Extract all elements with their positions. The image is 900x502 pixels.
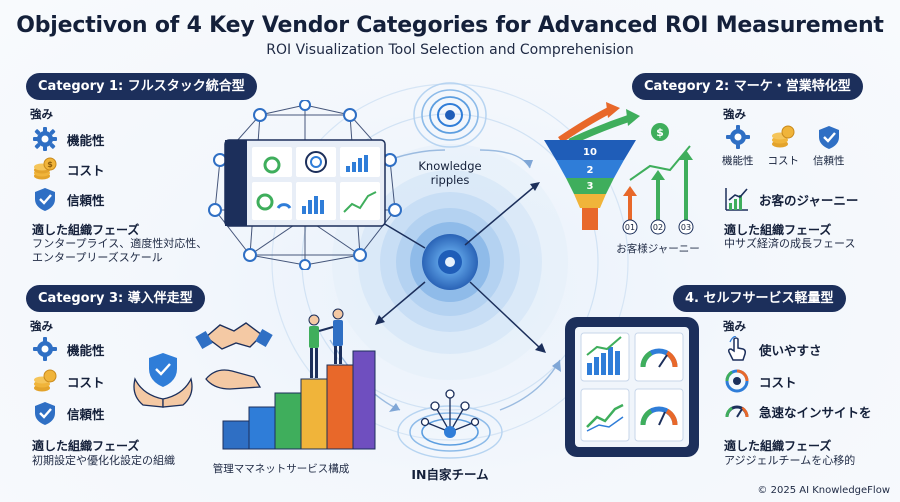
gear-icon [33, 127, 57, 151]
cat4-item-label: 使いやすさ [759, 342, 822, 358]
support-stairs-illustration [133, 308, 376, 450]
shield-check-icon [818, 126, 839, 149]
stairs-caption: 管理ママネットサービス構成 [212, 463, 350, 475]
team-network-icon [397, 389, 503, 459]
copyright: © 2025 AI KnowledgeFlow [757, 485, 890, 496]
cat3-fit-label: 適した組織フェーズ [32, 439, 140, 453]
cat3-item-label: コスト [67, 374, 105, 390]
cat3-item-cost: コスト [32, 368, 105, 394]
cat4-item-cost: コスト [724, 368, 797, 394]
cat4-item-label: コスト [759, 374, 797, 390]
cat2-fit-label: 適した組織フェーズ [724, 223, 832, 237]
cat1-item-reliability: 信頼性 [32, 186, 105, 212]
gauge-circle-icon [725, 369, 749, 393]
cat4-fit-desc: アジジェルチームを心移的 [724, 454, 856, 467]
knowledge-ripples-label: Knowledge ripples [418, 159, 482, 187]
cat2-strengths-label: 強み [723, 107, 746, 121]
funnel-number-1: 10 [583, 147, 597, 158]
cat3-item-label: 信頼性 [67, 406, 105, 422]
funnel-number-2: 2 [587, 165, 594, 176]
cat4-item-label: 急速なインサイトを [759, 404, 872, 420]
shield-check-icon [35, 402, 55, 425]
cat2-item-cost: コスト [767, 124, 800, 168]
bar-chart-up-icon [725, 188, 748, 211]
coins-icon [34, 369, 57, 392]
cat3-fit-desc: 初期設定や優化化設定の組織 [32, 454, 175, 467]
tablet-dashboard-illustration [565, 317, 699, 457]
touch-hand-icon [728, 336, 746, 361]
cat2-item-functionality: 機能性 [722, 124, 754, 168]
cat4-fit-label: 適した組織フェーズ [724, 439, 832, 453]
cat3-item-label: 機能性 [67, 342, 105, 358]
coins-icon: $ [34, 157, 57, 180]
funnel-illustration: 10 2 3 $ 01 02 03 [544, 102, 694, 235]
cat2-item-label: コスト [767, 155, 800, 167]
cat1-item-cost: $ コスト [32, 156, 105, 182]
gear-icon [33, 337, 57, 361]
cat2-fit-desc: 中サズ経済の成長フェース [724, 237, 856, 250]
category-3-label: Category 3: 導入伴走型 [26, 285, 205, 312]
svg-text:$: $ [656, 126, 664, 139]
page-title: Objectivon of 4 Key Vendor Categories fo… [16, 13, 884, 38]
coins-icon [772, 125, 795, 148]
cat1-item-functionality: 機能性 [32, 126, 105, 152]
funnel-step-3: 03 [681, 223, 691, 232]
funnel-caption: お客様ジャーニー [616, 243, 700, 255]
page-subtitle: ROI Visualization Tool Selection and Com… [266, 42, 634, 58]
shield-check-icon [35, 188, 55, 211]
knowledge-ripple-icon [413, 82, 487, 148]
speedometer-icon [725, 405, 749, 418]
funnel-step-2: 02 [653, 223, 663, 232]
svg-text:$: $ [47, 160, 53, 169]
category-1-label: Category 1: フルスタック統合型 [26, 73, 257, 100]
cat1-fit-desc-2: エンタープリーズスケール [32, 251, 163, 264]
cat3-strengths-label: 強み [30, 319, 53, 333]
cat4-item-insight: 急速なインサイトを [724, 398, 872, 424]
team-label: IN自家チーム [411, 467, 489, 482]
cat1-fit-desc-1: フンタープライス、適度性対応性、 [32, 237, 208, 250]
cat4-strengths-label: 強み [723, 319, 746, 333]
gear-icon [725, 125, 750, 149]
cat2-journey: お客のジャーニー [724, 186, 858, 212]
cat4-item-usability: 使いやすさ [724, 336, 822, 362]
cat3-item-reliability: 信頼性 [32, 400, 105, 426]
cat3-item-functionality: 機能性 [32, 336, 105, 362]
funnel-step-1: 01 [625, 223, 635, 232]
network-dashboard-illustration [208, 100, 402, 270]
category-2-label: Category 2: マーケ・営業特化型 [632, 73, 863, 100]
category-4-label: 4. セルフサービス軽量型 [673, 285, 846, 312]
cat1-strengths-label: 強み [30, 107, 53, 121]
cat2-item-label: 機能性 [722, 155, 754, 167]
cat2-journey-label: お客のジャーニー [759, 192, 859, 208]
cat1-item-label: コスト [67, 162, 105, 178]
cat1-fit-label: 適した組織フェーズ [32, 223, 140, 237]
cat1-item-label: 機能性 [67, 132, 105, 148]
cat2-item-label: 信頼性 [813, 155, 845, 167]
funnel-number-3: 3 [587, 181, 594, 192]
cat1-item-label: 信頼性 [67, 192, 105, 208]
cat2-item-reliability: 信頼性 [813, 124, 845, 168]
cat2-strength-items: 機能性 コスト 信頼性 [722, 124, 845, 168]
